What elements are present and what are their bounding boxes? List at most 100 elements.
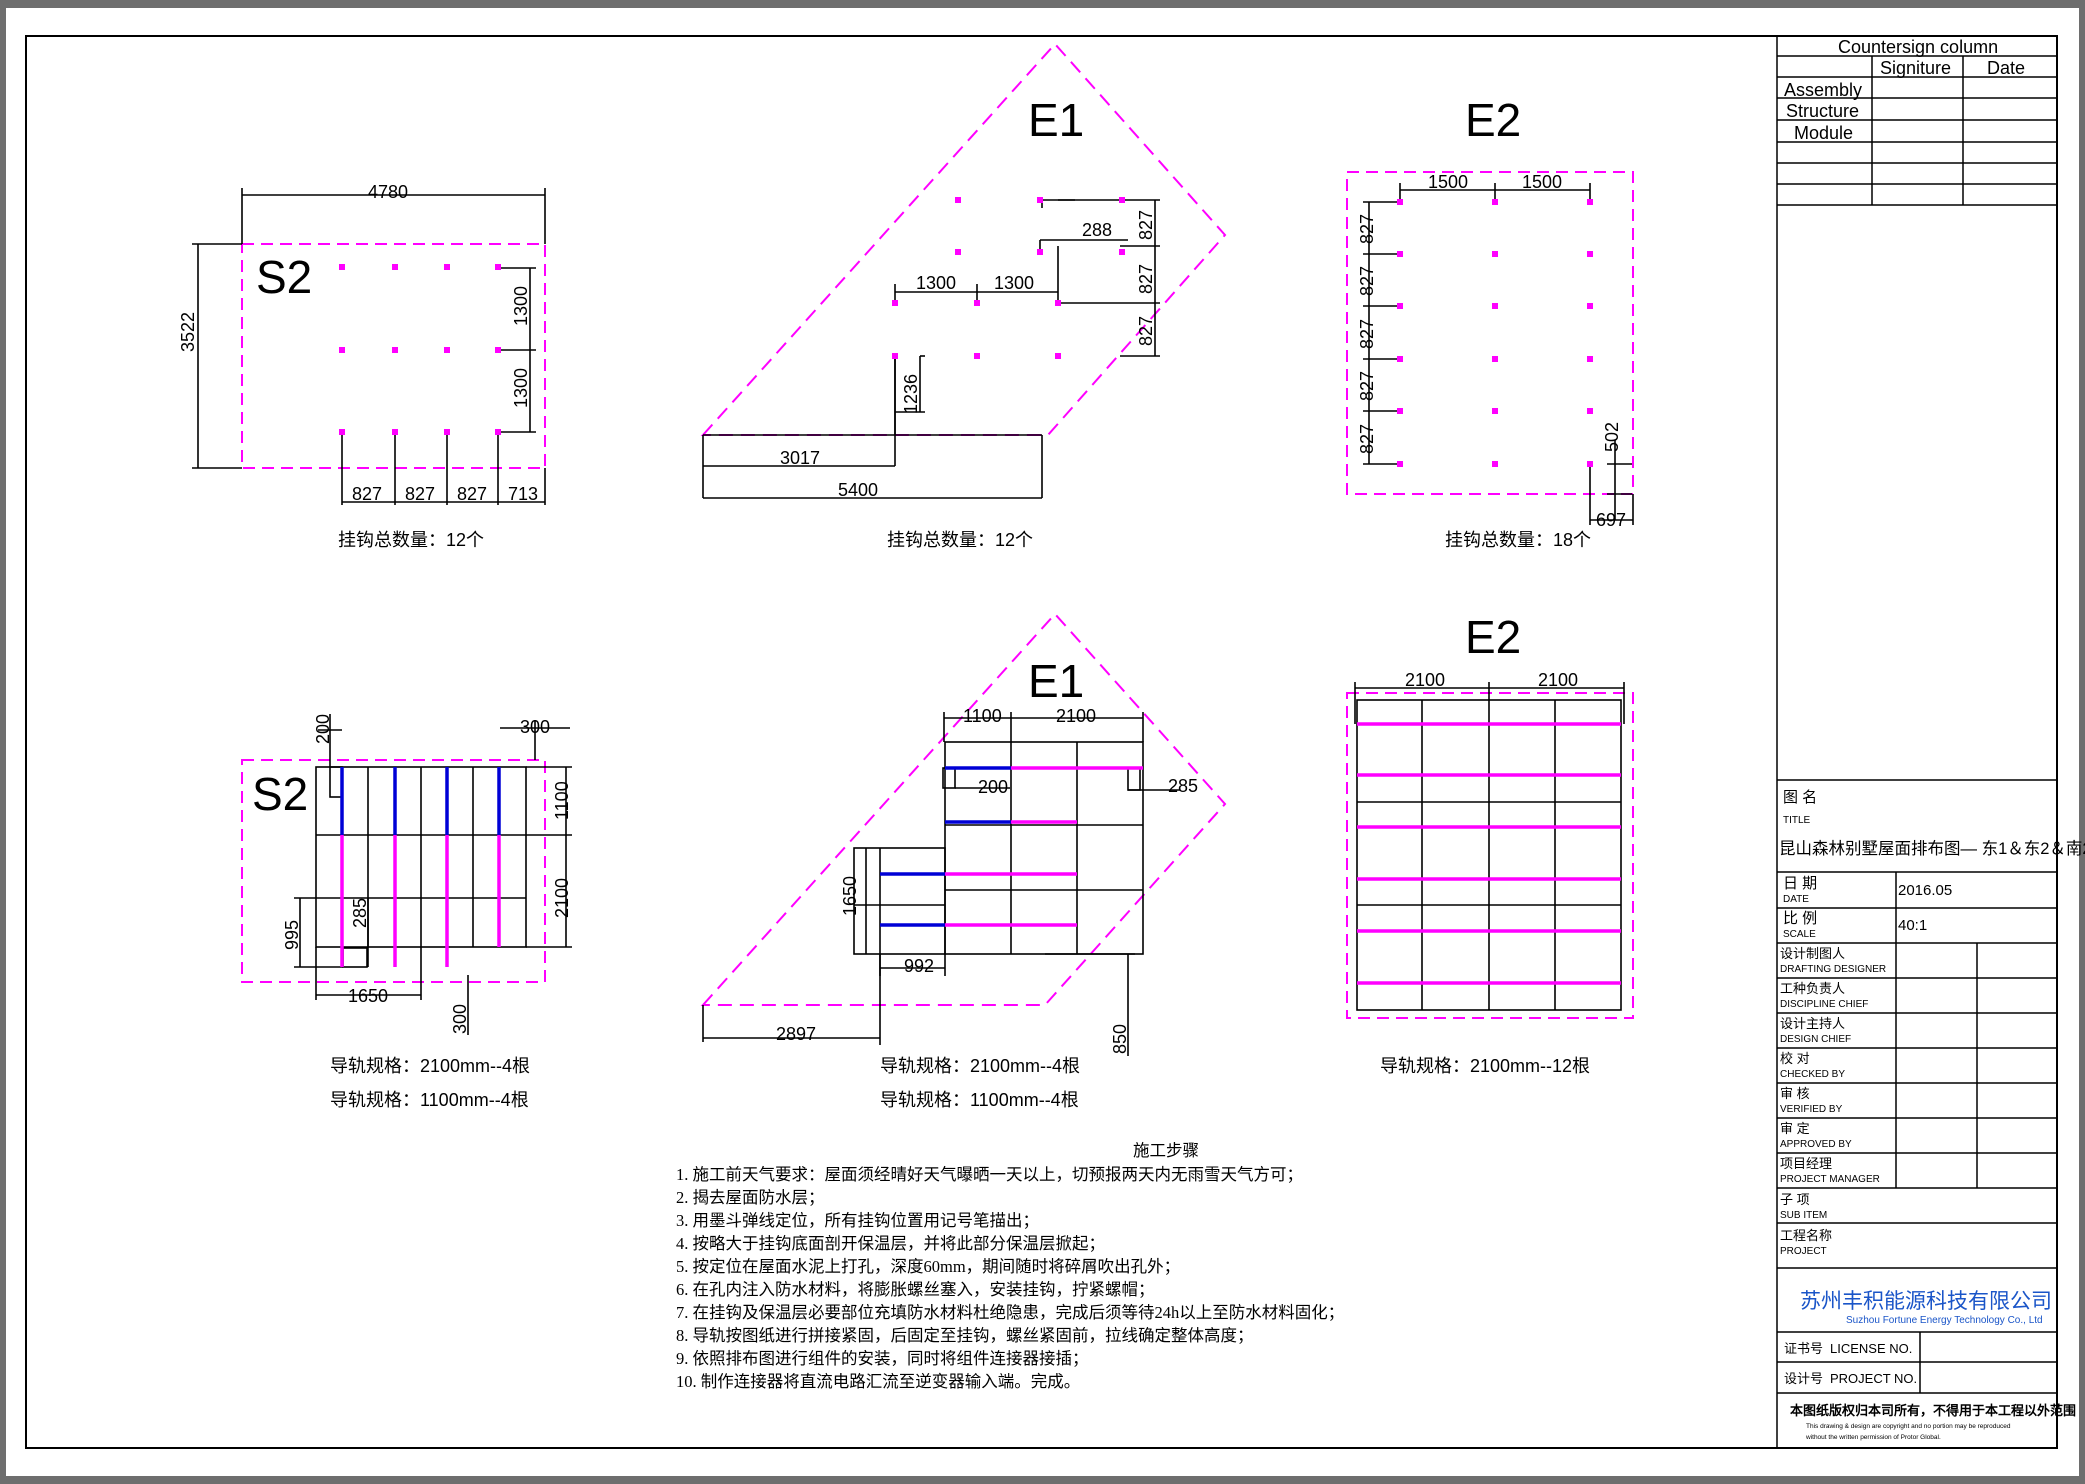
dim-text: 2897 [776, 1024, 816, 1044]
dim-text: 285 [350, 898, 370, 928]
row-assembly: Assembly [1784, 80, 1862, 100]
top-s2-caption: 挂钩总数量：12个 [338, 530, 484, 550]
role-cn: 设计制图人 [1780, 946, 1845, 961]
top-s2-plan: S2 4780 3522 1300 1300 827 827 827 713 挂… [178, 182, 546, 550]
dim-text: 827 [405, 484, 435, 504]
license-en: LICENSE NO. [1830, 1341, 1912, 1356]
dim-text: 502 [1602, 422, 1622, 452]
top-e2-caption: 挂钩总数量：18个 [1445, 530, 1591, 550]
role-en: PROJECT MANAGER [1780, 1174, 1880, 1185]
subitem-en: SUB ITEM [1780, 1210, 1827, 1221]
bottom-s2-rails: S2 200 300 1100 2100 995 285 1650 300 导轨… [241, 714, 572, 1110]
scale-value: 40:1 [1898, 917, 1927, 934]
dim-text: 827 [1357, 424, 1377, 454]
dim-text: 1650 [840, 876, 860, 916]
dim-text: 827 [1357, 214, 1377, 244]
dim-text: 713 [508, 484, 538, 504]
project-cn: 工程名称 [1780, 1228, 1832, 1243]
projno-en: PROJECT NO. [1830, 1371, 1917, 1386]
dim-text: 992 [904, 956, 934, 976]
copyright-en2: without the written permission of Protor… [1805, 1434, 1941, 1441]
role-cn: 校 对 [1780, 1051, 1810, 1066]
dim-text: 200 [313, 714, 333, 744]
dim-text: 827 [1136, 264, 1156, 294]
dim-text: 1300 [994, 273, 1034, 293]
subitem-cn: 子 项 [1780, 1192, 1810, 1207]
step-2: 2. 揭去屋面防水层； [676, 1188, 825, 1207]
top-e2-plan: E2 1500 1500 827 827 827 827 827 502 697… [1346, 94, 1634, 550]
title-en: TITLE [1783, 815, 1811, 826]
dim-text: 1100 [552, 781, 572, 820]
bottom-s2-label: S2 [252, 768, 308, 820]
dim-text: 827 [457, 484, 487, 504]
dim-text: 827 [1136, 210, 1156, 240]
top-e1-plan: E1 288 1300 1300 827 827 827 1236 3017 5… [700, 42, 1227, 550]
role-cn: 项目经理 [1780, 1156, 1832, 1171]
step-10: 10. 制作连接器将直流电路汇流至逆变器输入端。完成。 [676, 1372, 1080, 1391]
project-en: PROJECT [1780, 1246, 1827, 1257]
dim-text: 850 [1110, 1024, 1130, 1054]
role-cn: 审 核 [1780, 1086, 1810, 1101]
dim-text: 827 [1357, 266, 1377, 296]
dim-text: 1500 [1428, 172, 1468, 192]
dim-text: 5400 [838, 480, 878, 500]
date-cn: 日 期 [1783, 875, 1817, 892]
roof-outline [1346, 692, 1634, 1019]
role-cn: 工种负责人 [1780, 981, 1845, 996]
role-en: DESIGN CHIEF [1780, 1034, 1851, 1045]
bottom-s2-caption2: 导轨规格：1100mm--4根 [330, 1090, 529, 1110]
top-e1-label: E1 [1028, 94, 1084, 146]
dim-text: 300 [520, 717, 550, 737]
dim-text: 288 [1082, 220, 1112, 240]
row-structure: Structure [1786, 101, 1859, 121]
title-cn: 图 名 [1783, 789, 1817, 806]
countersign-heading: Countersign column [1838, 37, 1998, 57]
bottom-e2-rails: E2 2100 2100 导轨规格：2100mm--12根 [1346, 611, 1634, 1076]
company-name-cn: 苏州丰积能源科技有限公司 [1800, 1290, 2052, 1313]
step-7: 7. 在挂钩及保温层必要部位充填防水材料杜绝隐患，完成后须等待24h以上至防水材… [676, 1303, 1344, 1322]
dim-text: 827 [1357, 371, 1377, 401]
scale-cn: 比 例 [1783, 910, 1817, 927]
step-1: 1. 施工前天气要求：屋面须经晴好天气曝晒一天以上，切预报两天内无雨雪天气方可； [676, 1165, 1303, 1184]
copyright-cn: 本图纸版权归本司所有，不得用于本工程以外范围 [1790, 1403, 2076, 1418]
bottom-e1-caption1: 导轨规格：2100mm--4根 [880, 1056, 1080, 1076]
dim-text: 4780 [368, 182, 408, 202]
signature-header: Signiture [1880, 58, 1951, 78]
step-8: 8. 导轨按图纸进行拼接紧固，后固定至挂钩，螺丝紧固前，拉线确定整体高度； [676, 1326, 1254, 1345]
step-4: 4. 按略大于挂钩底面剖开保温层，并将此部分保温层掀起； [676, 1234, 1105, 1253]
top-e1-caption: 挂钩总数量：12个 [887, 530, 1033, 550]
roof-outline [1346, 171, 1634, 495]
bottom-e1-label: E1 [1028, 655, 1084, 707]
dim-text: 1300 [511, 368, 531, 408]
step-3: 3. 用墨斗弹线定位，所有挂钩位置用记号笔描出； [676, 1211, 1039, 1230]
role-en: VERIFIED BY [1780, 1104, 1843, 1115]
license-cn: 证书号 [1784, 1341, 1823, 1356]
dim-text: 1650 [348, 986, 388, 1006]
bottom-s2-caption1: 导轨规格：2100mm--4根 [330, 1056, 530, 1076]
role-en: DISCIPLINE CHIEF [1780, 999, 1868, 1010]
dim-text: 697 [1596, 510, 1626, 530]
dim-text: 1500 [1522, 172, 1562, 192]
dim-text: 827 [1357, 319, 1377, 349]
bottom-e1-rails: E1 1100 2100 200 285 1650 992 2897 850 导… [700, 612, 1227, 1110]
date-header: Date [1987, 58, 2025, 78]
dim-text: 995 [282, 920, 302, 950]
dim-text: 2100 [552, 878, 572, 918]
dim-text: 3017 [780, 448, 820, 468]
title-block-text: Countersign column Signiture Date Assemb… [1779, 37, 2085, 1441]
bottom-e2-label: E2 [1465, 611, 1521, 663]
dim-text: 827 [1136, 316, 1156, 346]
step-6: 6. 在孔内注入防水材料，将膨胀螺丝塞入，安装挂钩，拧紧螺帽； [676, 1280, 1155, 1299]
title-block [1776, 35, 2058, 1449]
dim-text: 3522 [178, 312, 198, 352]
copyright-en1: This drawing & design are copyright and … [1806, 1423, 2011, 1430]
drawing-title: 昆山森林别墅屋面排布图— 东1＆东2＆南2 [1779, 839, 2085, 858]
dim-text: 2100 [1405, 670, 1445, 690]
dim-text: 2100 [1056, 706, 1096, 726]
company-name-en: Suzhou Fortune Energy Technology Co., Lt… [1846, 1315, 2043, 1326]
dim-text: 200 [978, 777, 1008, 797]
roof-outline [700, 612, 1227, 1006]
top-e2-label: E2 [1465, 94, 1521, 146]
